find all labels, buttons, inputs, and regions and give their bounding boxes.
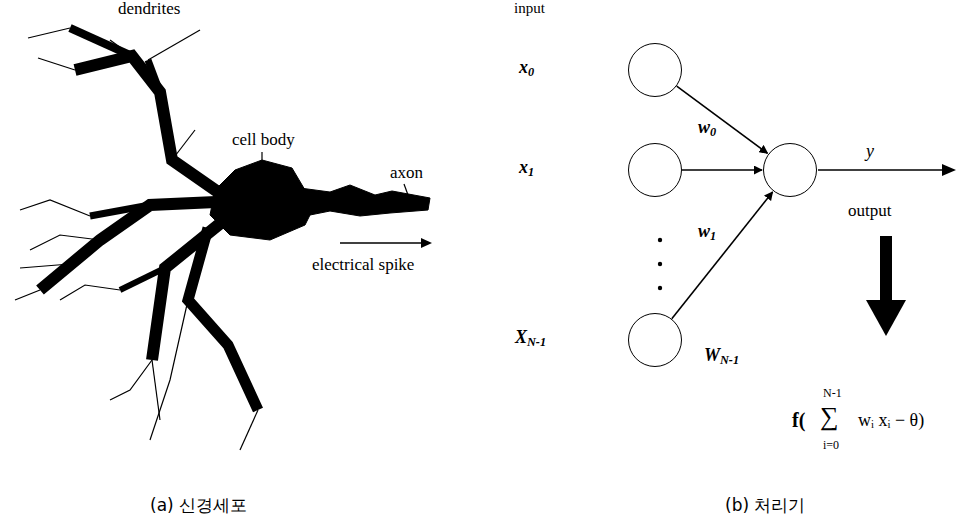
- formula-part: N-1: [823, 387, 842, 400]
- input-neuron: XN-1: [628, 313, 682, 367]
- part-label: axon: [390, 164, 423, 183]
- dendrite-branch: [120, 268, 165, 290]
- weighted-connection: [677, 86, 768, 153]
- weighted-connection: [672, 192, 773, 319]
- part-label: electrical spike: [312, 256, 414, 275]
- formula-part: i=0: [823, 439, 839, 452]
- dendrite-line: [60, 285, 120, 300]
- cell-body-shape: [210, 160, 315, 240]
- dendrite-line: [148, 30, 200, 60]
- weight-label: w1: [698, 222, 716, 244]
- dendrite-line: [20, 264, 70, 268]
- part-label: y: [866, 142, 874, 162]
- dendrite-line: [30, 235, 100, 250]
- spike-arrowhead: [421, 238, 432, 248]
- formula-part: wᵢ xᵢ − θ): [858, 411, 924, 431]
- input-label: XN-1: [515, 328, 546, 350]
- dendrite-branch: [148, 60, 160, 92]
- dendrite-line: [152, 360, 160, 420]
- part-label: cell body: [232, 131, 295, 150]
- dendrite-line: [110, 40, 132, 56]
- weight-label: WN-1: [704, 346, 739, 368]
- axon-shape: [300, 185, 430, 216]
- weight-label: w0: [698, 118, 716, 140]
- part-label: output: [848, 202, 891, 221]
- down-arrow-shaft: [880, 236, 892, 302]
- leader-line: [404, 184, 408, 195]
- down-arrow-head: [866, 300, 906, 336]
- dendrite-branch: [188, 228, 258, 410]
- spike-arrow: [340, 242, 424, 243]
- dendrite-line: [240, 410, 258, 450]
- dendrite-line: [20, 200, 90, 216]
- figure-caption: (a) 신경세포: [150, 496, 247, 515]
- input-neuron: x0: [628, 43, 682, 97]
- part-label: dendrites: [118, 0, 180, 19]
- input-neuron: x1: [628, 143, 682, 197]
- input-label: x1: [519, 158, 534, 180]
- dendrite-line: [38, 58, 75, 70]
- ellipsis-dot: [658, 262, 662, 266]
- dendrite-branch: [90, 205, 150, 216]
- dendrite-line: [15, 290, 40, 300]
- ellipsis-dot: [658, 286, 662, 290]
- figure-caption: (b) 처리기: [725, 496, 805, 515]
- weighted-connection: [682, 169, 762, 171]
- output-neuron: [763, 143, 817, 197]
- output-arrow: [818, 169, 944, 171]
- formula-part: ∑: [820, 403, 839, 432]
- dendrite-line: [172, 130, 195, 160]
- dendrite-line: [150, 300, 188, 440]
- dendrite-line: [28, 28, 70, 38]
- dendrite-branch: [75, 56, 218, 192]
- leader-line: [261, 152, 262, 163]
- dendrite-line: [110, 360, 152, 400]
- formula-part: f(: [792, 409, 805, 431]
- ellipsis-dot: [658, 238, 662, 242]
- part-label: input: [514, 0, 545, 17]
- dendrite-branch: [70, 28, 132, 56]
- output-arrowhead: [942, 164, 956, 176]
- input-label: x0: [519, 58, 534, 80]
